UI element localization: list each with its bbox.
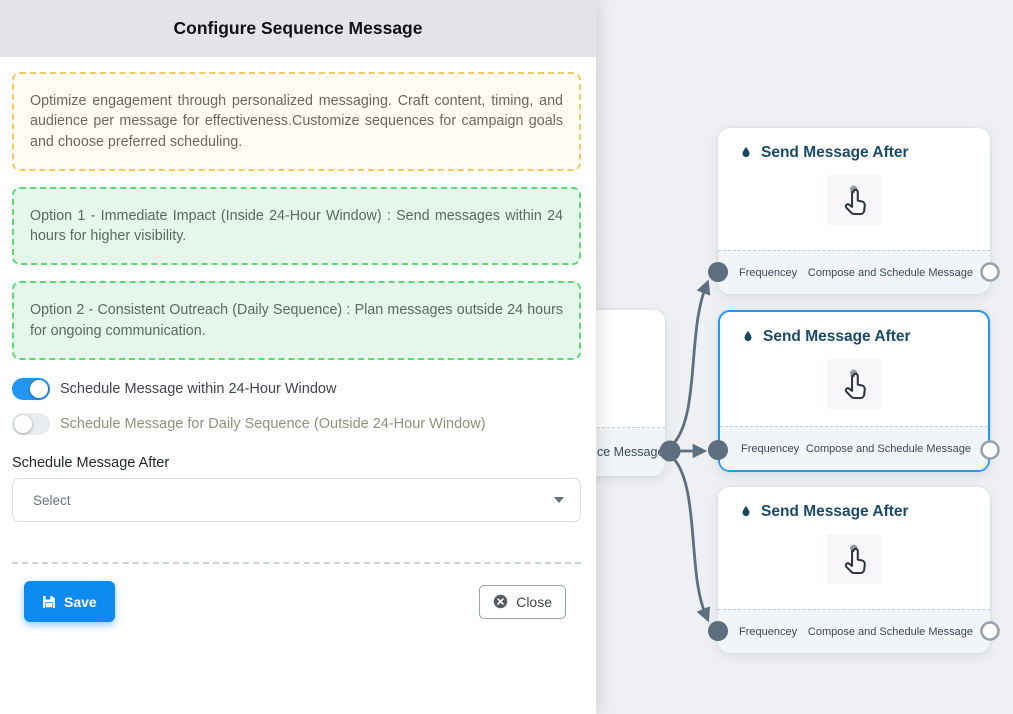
toggle-knob: [30, 380, 48, 399]
hand-pointer-icon[interactable]: [827, 534, 881, 584]
configure-sequence-panel: Configure Sequence Message Optimize enga…: [0, 0, 596, 714]
option-2-note: Option 2 - Consistent Outreach (Daily Se…: [12, 281, 581, 361]
schedule-after-label: Schedule Message After: [12, 455, 170, 472]
close-button[interactable]: Close: [479, 584, 566, 619]
card-footer: Frequencey Compose and Schedule Message: [718, 609, 990, 653]
panel-title: Configure Sequence Message: [0, 0, 596, 57]
card-footer: Frequencey Compose and Schedule Message: [718, 250, 990, 294]
card-title: Send Message After: [720, 312, 988, 346]
card-footer: Frequencey Compose and Schedule Message: [720, 426, 988, 470]
edge-to-card-1: [672, 279, 711, 445]
card-title: Send Message After: [718, 487, 990, 521]
toggle-row-daily[interactable]: Schedule Message for Daily Sequence (Out…: [12, 413, 581, 436]
floppy-disk-icon: [43, 595, 55, 608]
footer-divider: [12, 562, 581, 565]
caret-down-icon: [554, 497, 564, 504]
left-port-label[interactable]: Frequencey: [741, 442, 800, 455]
info-note: Optimize engagement through personalized…: [12, 72, 581, 171]
edge-to-card-3: [672, 457, 711, 623]
toggle-24h[interactable]: [12, 378, 50, 401]
save-button[interactable]: Save: [24, 581, 115, 623]
schedule-after-select[interactable]: Select: [12, 478, 581, 523]
toggle-knob: [14, 415, 32, 434]
droplet-icon: [742, 505, 750, 516]
send-message-card-2[interactable]: Send Message After Frequencey Compose an…: [718, 310, 990, 472]
toggle-24h-label: Schedule Message within 24-Hour Window: [60, 381, 337, 398]
left-port-label[interactable]: Frequencey: [739, 625, 798, 638]
hand-pointer-icon[interactable]: [827, 359, 881, 409]
toggle-daily[interactable]: [12, 413, 50, 436]
toggle-daily-label: Schedule Message for Daily Sequence (Out…: [60, 416, 486, 433]
right-port-label[interactable]: Compose and Schedule Message: [805, 442, 971, 455]
left-port-label[interactable]: Frequencey: [739, 266, 798, 279]
toggle-row-24h[interactable]: Schedule Message within 24-Hour Window: [12, 378, 581, 401]
option-1-note: Option 1 - Immediate Impact (Inside 24-H…: [12, 186, 581, 266]
send-message-card-1[interactable]: Send Message After Frequencey Compose an…: [718, 128, 990, 294]
select-value: Select: [33, 492, 71, 508]
right-port-label[interactable]: Compose and Schedule Message: [807, 625, 973, 638]
right-port-label[interactable]: Compose and Schedule Message: [807, 266, 973, 279]
send-message-card-3[interactable]: Send Message After Frequencey Compose an…: [718, 487, 990, 653]
source-card-label: ce Message: [597, 445, 665, 459]
save-button-label: Save: [64, 593, 97, 610]
close-button-label: Close: [516, 593, 552, 610]
droplet-icon: [744, 330, 752, 341]
droplet-icon: [742, 146, 750, 157]
card-title: Send Message After: [718, 128, 990, 162]
close-circle-icon: [493, 594, 508, 609]
hand-pointer-icon[interactable]: [827, 175, 881, 225]
